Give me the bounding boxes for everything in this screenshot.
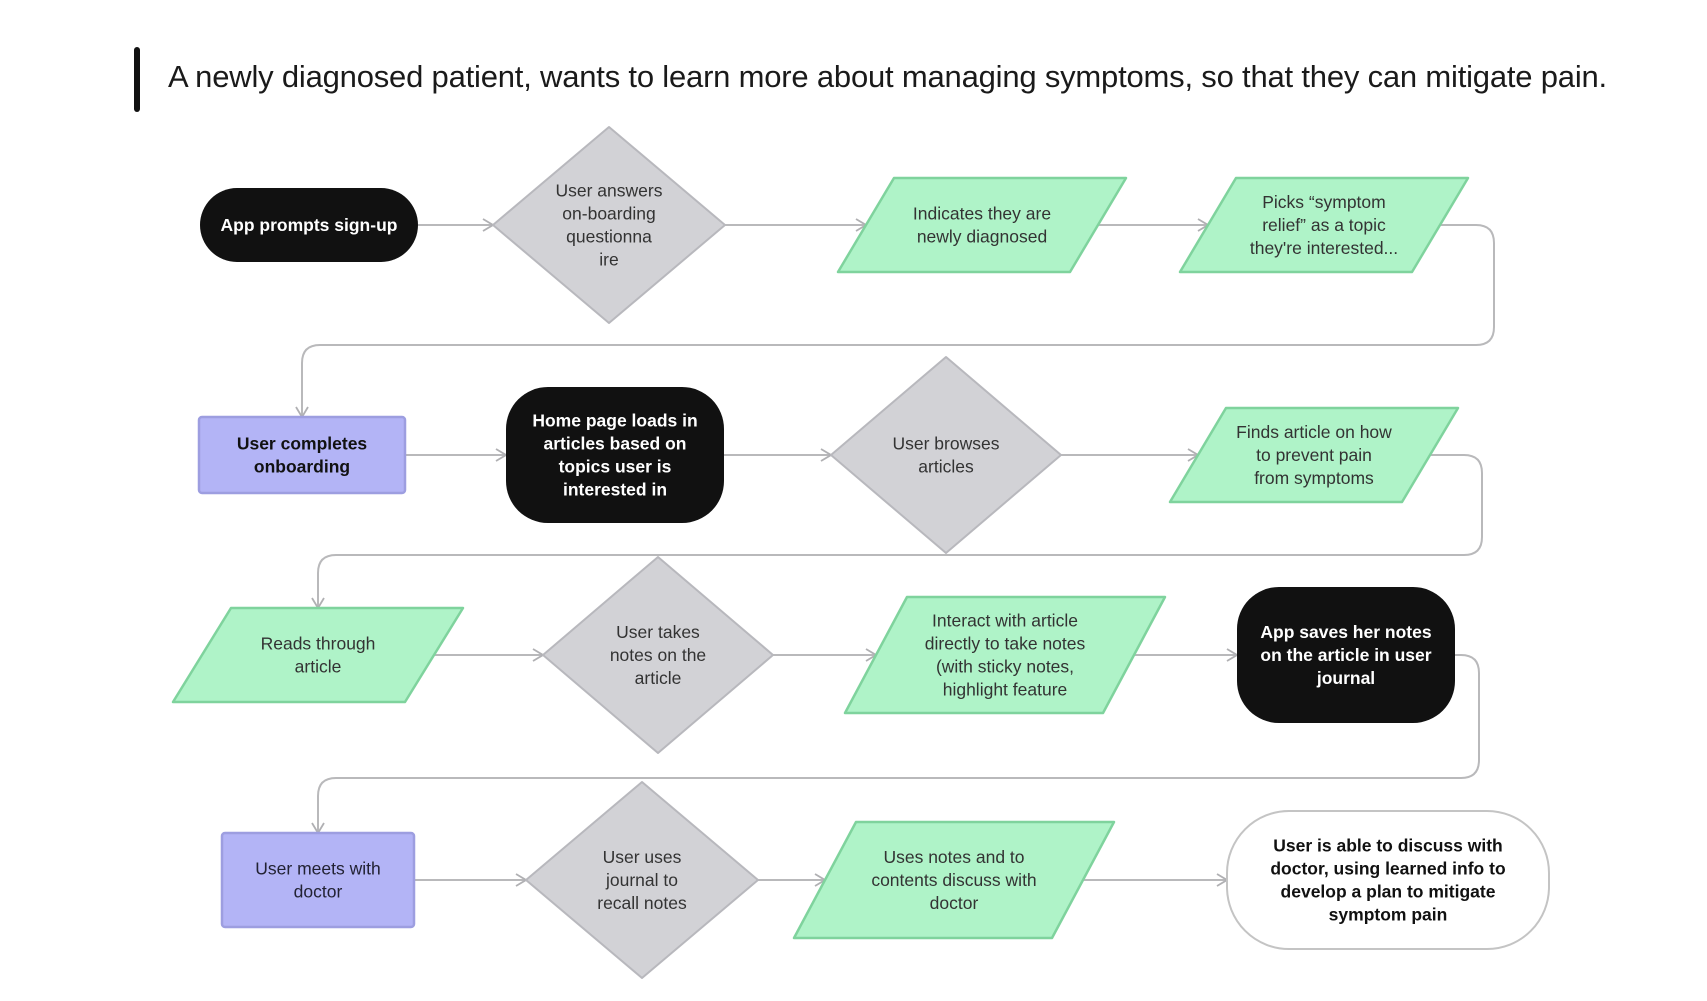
flow-node-decision: User takes notes on the article [542,556,774,754]
flow-node-io: Finds article on how to prevent pain from … [1168,406,1460,504]
node-label: User answers [556,181,663,201]
flow-node-process: User meets with doctor [220,831,416,929]
terminal-shape [1237,587,1455,723]
node-label: Uses notes and to [883,847,1024,867]
node-label: article [635,668,682,688]
flow-node-decision: User answers on-boarding questionna ire [492,126,726,324]
node-label: User takes [616,622,700,642]
node-label: journal to [605,870,678,890]
node-label: onboarding [254,457,350,477]
process-rect [220,831,416,929]
connectors [302,224,1495,880]
io-parallelogram [792,820,1116,940]
node-label: symptom pain [1329,905,1448,925]
node-label: User is able to discuss with [1273,836,1503,856]
node-label: from symptoms [1254,468,1374,488]
node-label: User completes [237,434,368,454]
node-label: on the article in user [1260,645,1431,665]
node-label: User meets with [255,859,380,879]
node-label: Home page loads in [532,411,697,431]
connector-arrow-4 [302,224,1495,417]
process-rect [197,415,407,495]
node-label: articles [918,457,974,477]
node-label: recall notes [597,893,687,913]
flow-node-terminal: Home page loads in articles based on topic… [506,387,724,523]
connector-arrow-8 [318,454,1483,608]
connector-arrow-12 [318,654,1480,833]
flow-node-end: User is able to discuss with doctor, usin… [1226,810,1550,950]
io-parallelogram [171,606,465,704]
node-label: relief” as a topic [1262,215,1386,235]
end-shape [1226,810,1550,950]
terminal-shape [200,188,418,262]
flow-node-io: Interact with article directly to take no… [843,595,1167,715]
node-label: Interact with article [932,611,1078,631]
node-label: ire [599,250,618,270]
node-label: App saves her notes [1260,622,1431,642]
flow-node-io: Picks “symptom relief” as a topic they're … [1178,176,1470,274]
io-parallelogram [843,595,1167,715]
page-title: A newly diagnosed patient, wants to lear… [168,59,1607,94]
node-label: Finds article on how [1236,422,1392,442]
node-label: notes on the [610,645,706,665]
node-label: App prompts sign-up [221,215,398,235]
node-label: newly diagnosed [917,227,1047,247]
decision-diamond [525,781,759,979]
flow-nodes: App prompts sign-up User answers on-boardi… [171,126,1550,979]
node-label: Indicates they are [913,204,1051,224]
node-label: interested in [563,480,667,500]
node-label: doctor [294,882,343,902]
node-label: to prevent pain [1256,445,1372,465]
decision-diamond [492,126,726,324]
node-label: articles based on [544,434,687,454]
node-label: User uses [603,847,682,867]
node-label: on-boarding [562,204,655,224]
decision-diamond [542,556,774,754]
node-label: doctor, using learned info to [1270,859,1505,879]
terminal-shape [506,387,724,523]
node-label: article [295,657,342,677]
flow-node-terminal: App prompts sign-up [200,188,418,262]
node-label: develop a plan to mitigate [1281,882,1496,902]
node-label: highlight feature [943,680,1068,700]
flow-node-io: Indicates they are newly diagnosed [836,176,1128,274]
flow-node-process: User completes onboarding [197,415,407,495]
io-parallelogram [1178,176,1470,274]
node-label: they're interested... [1250,238,1398,258]
flow-node-decision: User browses articles [830,356,1062,554]
node-label: questionna [566,227,652,247]
node-label: (with sticky notes, [936,657,1074,677]
node-label: journal [1316,668,1375,688]
decision-diamond [830,356,1062,554]
flow-node-terminal: App saves her notes on the article in use… [1237,587,1455,723]
node-label: contents discuss with [871,870,1036,890]
node-label: doctor [930,893,979,913]
io-parallelogram [836,176,1128,274]
flow-node-io: Reads through article [171,606,465,704]
node-label: Picks “symptom [1262,192,1385,212]
node-label: Reads through [261,634,376,654]
flow-node-decision: User uses journal to recall notes [525,781,759,979]
heading-accent-bar [134,47,140,112]
node-label: User browses [893,434,1000,454]
node-label: topics user is [559,457,672,477]
node-label: directly to take notes [925,634,1086,654]
flow-node-io: Uses notes and to contents discuss with do… [792,820,1116,940]
io-parallelogram [1168,406,1460,504]
